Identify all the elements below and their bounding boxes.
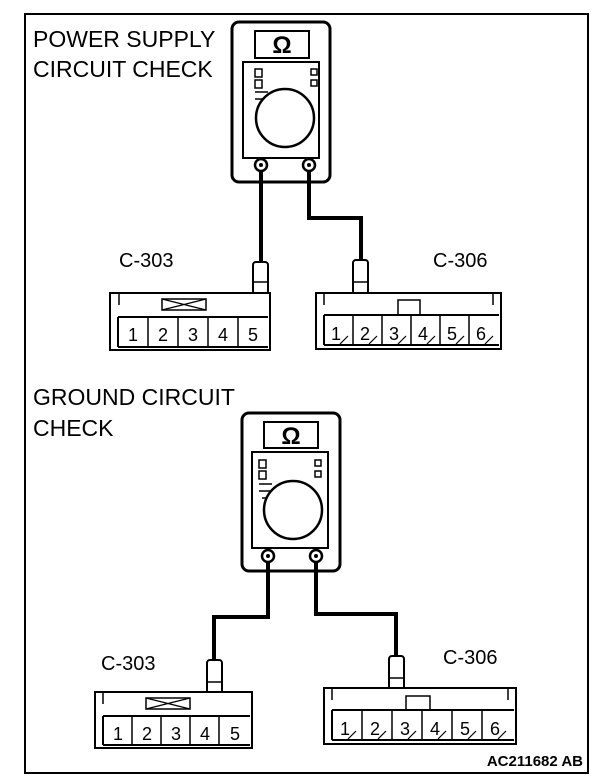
pin-label: 2	[360, 324, 370, 344]
connector-c306: 1 2 3 4 5 6	[315, 292, 502, 350]
ground-check-title-line1: GROUND CIRCUIT	[33, 384, 235, 410]
pin-label: 3	[400, 719, 410, 739]
power-supply-check-section: POWER SUPPLY CIRCUIT CHECK Ω	[33, 20, 502, 351]
pin-label: 1	[340, 719, 350, 739]
pin-label: 5	[447, 324, 457, 344]
connector-c303: 1 2 3 4 5	[94, 691, 253, 749]
power-check-title-line1: POWER SUPPLY	[33, 26, 215, 52]
pin-label: 1	[331, 324, 341, 344]
pin-label: 4	[218, 325, 228, 345]
multimeter-icon: Ω	[230, 20, 332, 184]
connector-label-c306: C-306	[443, 647, 497, 669]
pin-label: 3	[188, 325, 198, 345]
connector-c306: 1 2 3 4 5 6	[323, 687, 517, 745]
pin-label: 5	[248, 325, 258, 345]
connector-label-c303: C-303	[119, 250, 173, 272]
pin-label: 1	[128, 325, 138, 345]
figure-frame	[24, 13, 589, 774]
figure-code: AC211682 AB	[487, 753, 583, 770]
ohm-symbol: Ω	[272, 32, 291, 59]
ohm-symbol: Ω	[281, 423, 300, 450]
pin-label: 3	[389, 324, 399, 344]
ground-check-title-line2: CHECK	[33, 415, 114, 441]
connector-label-c306: C-306	[433, 250, 487, 272]
multimeter-icon: Ω	[240, 411, 342, 573]
pin-label: 2	[142, 724, 152, 744]
pin-label: 5	[230, 724, 240, 744]
ground-circuit-check-section: GROUND CIRCUIT CHECK Ω	[33, 384, 517, 749]
connector-c303: 1 2 3 4 5	[109, 292, 271, 351]
pin-label: 3	[171, 724, 181, 744]
probe-lead-left	[212, 562, 270, 661]
pin-label: 6	[490, 719, 500, 739]
pin-label: 5	[460, 719, 470, 739]
pin-label: 6	[476, 324, 486, 344]
power-check-title-line2: CIRCUIT CHECK	[33, 56, 213, 82]
connector-label-c303: C-303	[101, 653, 155, 675]
pin-label: 1	[113, 724, 123, 744]
pin-label: 2	[158, 325, 168, 345]
probe-lead-right	[307, 171, 363, 263]
pin-label: 4	[430, 719, 440, 739]
pin-label: 4	[200, 724, 210, 744]
pin-label: 4	[418, 324, 428, 344]
pin-label: 2	[370, 719, 380, 739]
probe-lead-right	[314, 562, 398, 657]
